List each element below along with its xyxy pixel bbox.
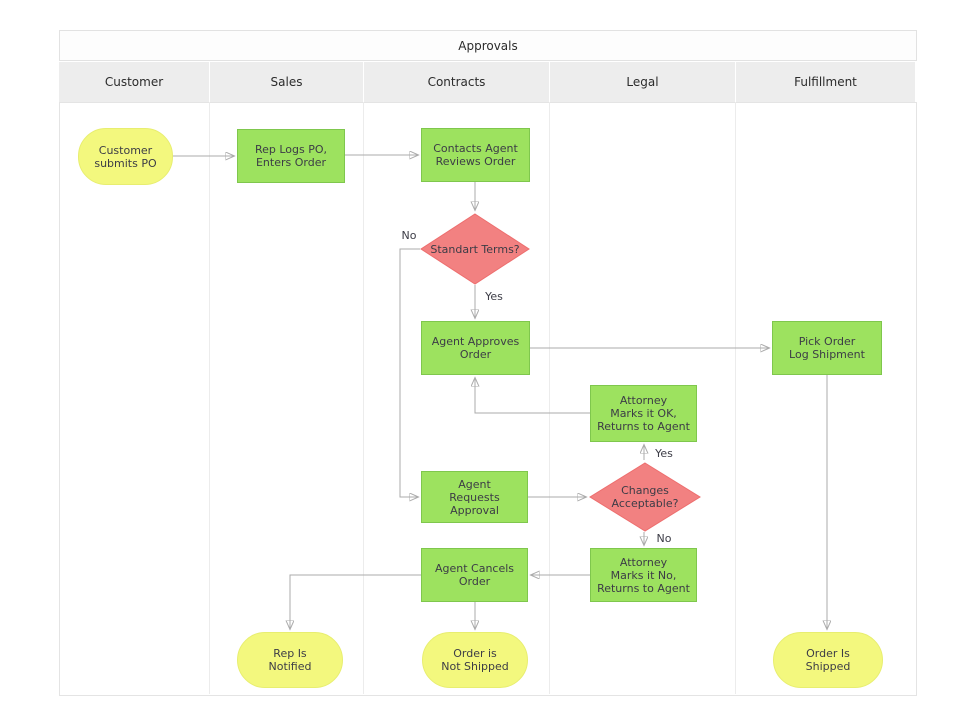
terminator-rep-notified: Rep Is Notified — [237, 632, 343, 688]
lane-separator — [735, 102, 736, 694]
lane-label: Contracts — [427, 75, 486, 89]
process-attorney-marks-ok: Attorney Marks it OK, Returns to Agent — [590, 385, 697, 442]
edge-label-no: No — [656, 532, 672, 545]
swimlane-body — [59, 102, 917, 696]
diagram-title: Approvals — [458, 38, 518, 53]
lane-separator — [549, 102, 550, 694]
lane-header-contracts: Contracts — [364, 62, 549, 102]
lane-label: Sales — [270, 75, 303, 89]
lane-header-legal: Legal — [550, 62, 735, 102]
edge-label-no: No — [401, 229, 417, 242]
decision-changes-acceptable: Changes Acceptable? — [589, 462, 701, 532]
lane-label: Fulfillment — [794, 75, 857, 89]
lane-separator — [209, 102, 210, 694]
lane-header-fulfillment: Fulfillment — [736, 62, 915, 102]
diamond-shape-icon — [420, 213, 530, 285]
process-pick-order: Pick Order Log Shipment — [772, 321, 882, 375]
process-agent-approves: Agent Approves Order — [421, 321, 530, 375]
diagram-title-bar: Approvals — [59, 30, 917, 61]
decision-standart-terms: Standart Terms? — [420, 213, 530, 285]
edge-label-yes: Yes — [485, 290, 503, 303]
terminator-order-shipped: Order Is Shipped — [773, 632, 883, 688]
lane-header-sales: Sales — [210, 62, 363, 102]
process-attorney-marks-no: Attorney Marks it No, Returns to Agent — [590, 548, 697, 602]
decision-label: Changes Acceptable? — [611, 484, 679, 510]
diamond-shape-icon — [589, 462, 701, 532]
process-agent-cancels: Agent Cancels Order — [421, 548, 528, 602]
edge-label-yes: Yes — [655, 447, 673, 460]
terminator-customer-submits-po: Customer submits PO — [78, 128, 173, 185]
lane-separator — [363, 102, 364, 694]
lane-header-customer: Customer — [59, 62, 209, 102]
process-agent-requests: Agent Requests Approval — [421, 471, 528, 523]
lane-label: Legal — [626, 75, 659, 89]
process-contacts-agent: Contacts Agent Reviews Order — [421, 128, 530, 182]
decision-label: Standart Terms? — [430, 242, 520, 256]
terminator-order-not-shipped: Order is Not Shipped — [422, 632, 528, 688]
process-rep-logs-po: Rep Logs PO, Enters Order — [237, 129, 345, 183]
lane-label: Customer — [104, 75, 164, 89]
